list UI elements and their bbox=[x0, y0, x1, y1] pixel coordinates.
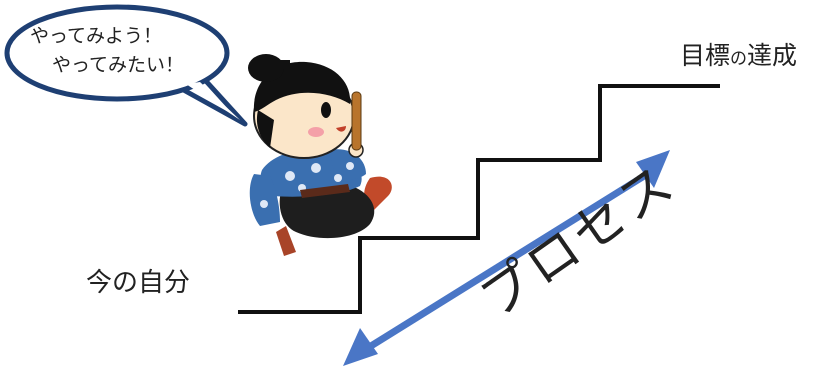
speech-bubble bbox=[4, 4, 248, 127]
goal-label-part2: 達成 bbox=[747, 41, 798, 70]
staircase bbox=[238, 84, 720, 314]
arrow-head-top bbox=[636, 150, 670, 188]
goal-achievement-label: 目標の達成 bbox=[680, 36, 797, 72]
speech-bubble-text: やってみよう！ やってみたい！ bbox=[30, 22, 184, 80]
current-self-label: 今の自分 bbox=[86, 268, 191, 298]
bubble-line-1: やってみよう！ bbox=[30, 25, 163, 47]
goal-label-part1: 目標 bbox=[680, 41, 731, 70]
arrow-head-bottom bbox=[343, 328, 378, 366]
character-illustration bbox=[248, 54, 392, 256]
goal-label-particle: の bbox=[730, 49, 748, 69]
process-arrow bbox=[343, 150, 670, 366]
bubble-line-2: やってみたい！ bbox=[52, 54, 185, 76]
robe-flower-pattern bbox=[260, 162, 354, 208]
